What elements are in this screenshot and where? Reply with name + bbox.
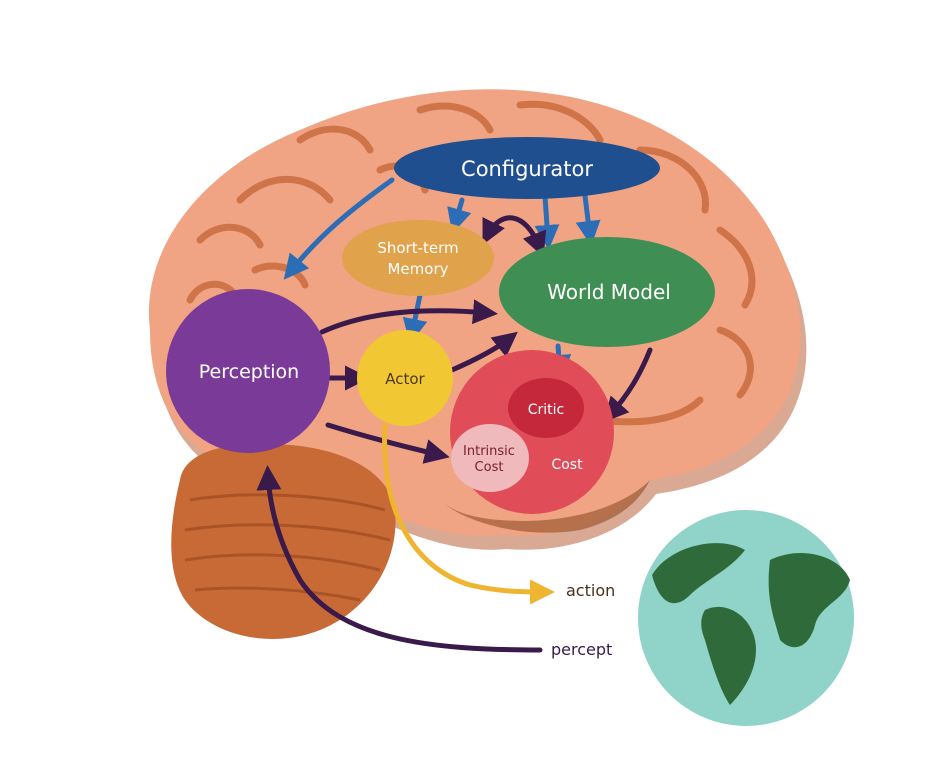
earth-landmass-east	[768, 552, 850, 648]
arrow-memory-worldmodel-loop	[482, 215, 547, 258]
world-model-label: World Model	[547, 280, 671, 304]
perception-node: Perception	[166, 289, 330, 453]
percept-label: percept	[551, 640, 612, 659]
intrinsic-cost-label-line2: Cost	[475, 460, 504, 475]
earth-globe	[638, 510, 854, 726]
configurator-node: Configurator	[394, 137, 660, 199]
short-term-memory-node: Short-term Memory	[342, 220, 494, 296]
arrow-configurator-to-worldmodel-b	[575, 193, 601, 246]
short-term-memory-label-line2: Memory	[387, 260, 448, 278]
earth-landmass-north	[652, 543, 745, 604]
arrow-actor-to-action	[382, 422, 555, 605]
cost-node: Critic Intrinsic Cost Cost	[450, 350, 614, 514]
arrow-perception-to-cost	[325, 422, 450, 464]
earth-landmass-south	[701, 606, 756, 705]
arrow-memory-to-actor	[402, 292, 428, 344]
arrow-configurator-to-memory	[447, 197, 472, 234]
intrinsic-cost-node	[451, 424, 529, 492]
arrow-perception-to-worldmodel	[319, 299, 498, 335]
brain-stem	[440, 480, 650, 533]
actor-node: Actor	[357, 330, 453, 426]
intrinsic-cost-label-line1: Intrinsic	[463, 444, 515, 459]
arrow-actor-to-worldmodel	[449, 331, 518, 373]
cost-label: Cost	[551, 457, 583, 473]
configurator-label: Configurator	[461, 157, 593, 181]
connection-arrows	[256, 177, 653, 653]
actor-label: Actor	[385, 370, 425, 388]
critic-node	[508, 378, 584, 438]
critic-label: Critic	[528, 402, 565, 418]
world-model-node: World Model	[499, 237, 715, 347]
cerebellum-stripes	[184, 493, 391, 602]
action-label: action	[566, 581, 615, 600]
arrow-percept-to-perception	[256, 465, 543, 653]
arrow-worldmodel-to-cost	[603, 347, 653, 423]
arrow-configurator-to-perception	[283, 177, 395, 280]
perception-label: Perception	[199, 361, 299, 383]
short-term-memory-label-line1: Short-term	[377, 239, 458, 257]
arrow-configurator-to-worldmodel-a	[534, 193, 560, 250]
earth-illustration	[638, 510, 854, 726]
